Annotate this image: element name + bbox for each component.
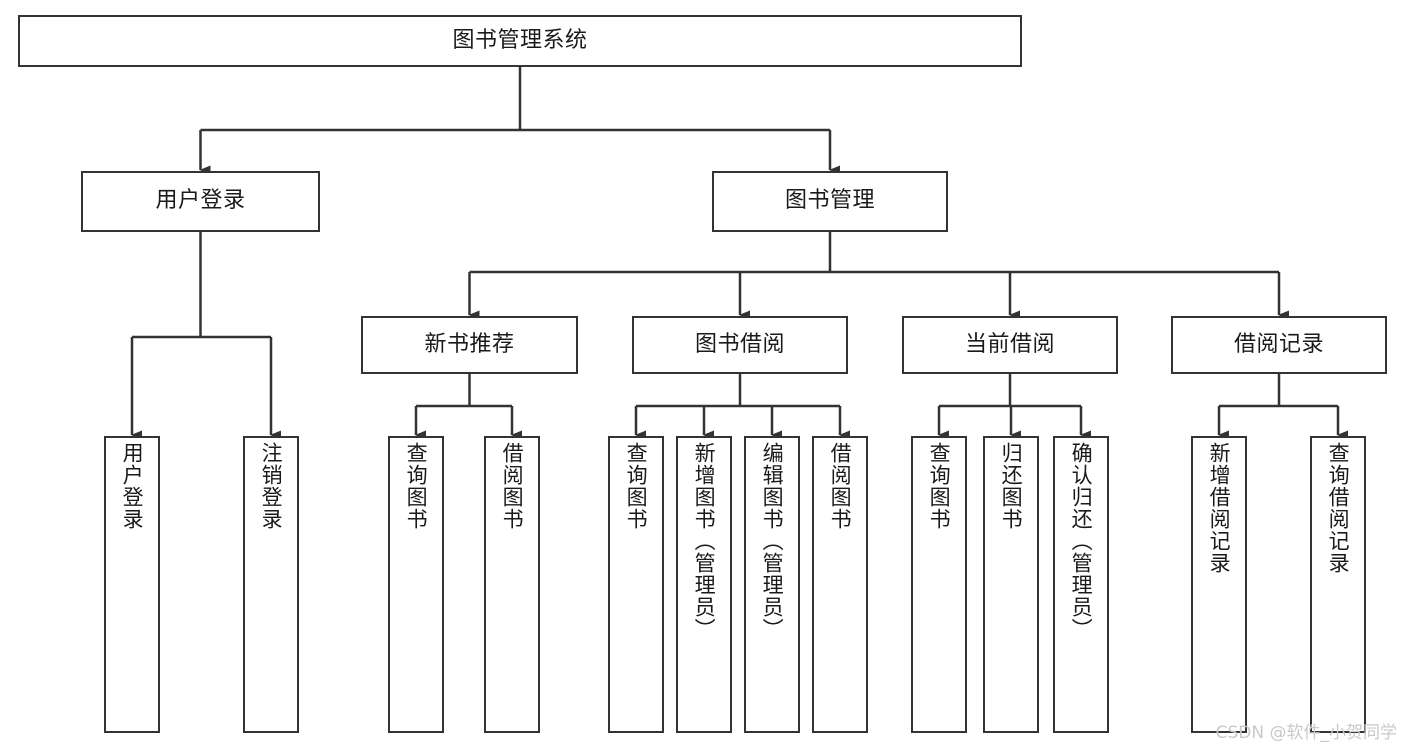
node-label-leaf-borrow-4: 借阅图书: [828, 442, 853, 530]
node-leaf-current-1[interactable]: 查询图书: [911, 436, 967, 733]
node-leaf-current-3[interactable]: 确认归还（管理员）: [1053, 436, 1109, 733]
node-label-borrow: 图书借阅: [694, 331, 785, 357]
node-label-root: 图书管理系统: [452, 27, 588, 53]
node-leaf-borrow-3[interactable]: 编辑图书（管理员）: [744, 436, 800, 733]
node-label-login: 用户登录: [155, 188, 246, 214]
node-label-leaf-borrow-1: 查询图书: [624, 442, 649, 530]
connector-lines: [130, 67, 1348, 440]
node-label-leaf-login-2: 注销登录: [259, 442, 284, 530]
node-label-leaf-current-3: 确认归还（管理员）: [1069, 442, 1094, 640]
node-label-leaf-newbook-2: 借阅图书: [500, 442, 525, 530]
node-login[interactable]: 用户登录: [81, 171, 320, 232]
node-label-current: 当前借阅: [964, 331, 1055, 357]
node-leaf-newbook-2[interactable]: 借阅图书: [484, 436, 540, 733]
node-bookmgmt[interactable]: 图书管理: [712, 171, 948, 232]
node-records[interactable]: 借阅记录: [1171, 316, 1387, 374]
node-borrow[interactable]: 图书借阅: [632, 316, 848, 374]
node-leaf-login-1[interactable]: 用户登录: [104, 436, 160, 733]
node-leaf-login-2[interactable]: 注销登录: [243, 436, 299, 733]
node-label-leaf-login-1: 用户登录: [120, 442, 145, 530]
node-label-records: 借阅记录: [1233, 331, 1324, 357]
node-leaf-records-1[interactable]: 新增借阅记录: [1191, 436, 1247, 733]
node-label-leaf-current-1: 查询图书: [927, 442, 952, 530]
node-current[interactable]: 当前借阅: [902, 316, 1118, 374]
node-leaf-newbook-1[interactable]: 查询图书: [388, 436, 444, 733]
node-leaf-records-2[interactable]: 查询借阅记录: [1310, 436, 1366, 733]
node-root[interactable]: 图书管理系统: [18, 15, 1022, 67]
node-leaf-borrow-4[interactable]: 借阅图书: [812, 436, 868, 733]
node-label-leaf-records-2: 查询借阅记录: [1326, 442, 1351, 574]
node-label-leaf-records-1: 新增借阅记录: [1207, 442, 1232, 574]
node-leaf-borrow-1[interactable]: 查询图书: [608, 436, 664, 733]
node-newbook[interactable]: 新书推荐: [361, 316, 578, 374]
node-label-leaf-newbook-1: 查询图书: [404, 442, 429, 530]
node-leaf-current-2[interactable]: 归还图书: [983, 436, 1039, 733]
node-label-leaf-current-2: 归还图书: [999, 442, 1024, 530]
node-label-newbook: 新书推荐: [424, 331, 515, 357]
node-label-leaf-borrow-2: 新增图书（管理员）: [692, 442, 717, 640]
node-label-bookmgmt: 图书管理: [784, 188, 875, 214]
node-label-leaf-borrow-3: 编辑图书（管理员）: [760, 442, 785, 640]
node-leaf-borrow-2[interactable]: 新增图书（管理员）: [676, 436, 732, 733]
